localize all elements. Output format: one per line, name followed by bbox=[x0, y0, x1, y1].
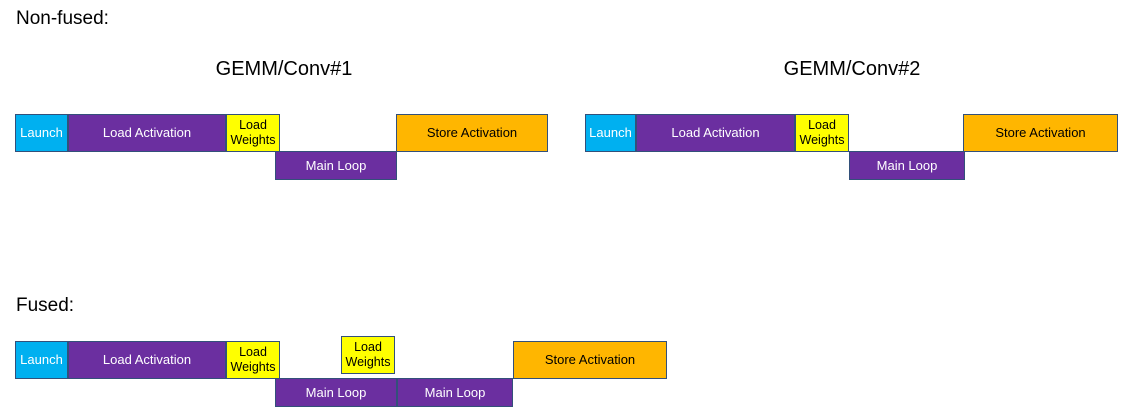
block-label: Launch bbox=[20, 352, 63, 367]
section-label: Non-fused: bbox=[16, 8, 109, 29]
block-label: Load Activation bbox=[102, 352, 192, 367]
block-store-activation: Store Activation bbox=[513, 341, 667, 379]
group-title: GEMM/Conv#2 bbox=[783, 58, 921, 80]
block-label: Launch bbox=[20, 125, 63, 140]
block-main-loop: Main Loop bbox=[397, 378, 513, 407]
block-label: Main Loop bbox=[424, 384, 486, 400]
block-label: Load Activation bbox=[671, 125, 760, 140]
block-label: Store Activation bbox=[544, 352, 636, 367]
block-launch: Launch bbox=[15, 114, 68, 152]
block-label: Main Loop bbox=[876, 157, 938, 173]
block-label: Store Activation bbox=[426, 125, 518, 140]
block-label: Main Loop bbox=[305, 157, 367, 173]
section-label: Fused: bbox=[16, 295, 75, 316]
block-label: Load Activation bbox=[102, 125, 192, 140]
block-store-activation: Store Activation bbox=[396, 114, 548, 152]
group-title: GEMM/Conv#1 bbox=[215, 58, 353, 80]
block-store-activation: Store Activation bbox=[963, 114, 1118, 152]
block-label: Main Loop bbox=[305, 384, 367, 400]
block-main-loop: Main Loop bbox=[275, 151, 397, 180]
block-launch: Launch bbox=[585, 114, 636, 152]
block-load-activation: Load Activation bbox=[68, 114, 226, 152]
block-label: Store Activation bbox=[995, 125, 1086, 140]
block-launch: Launch bbox=[15, 341, 68, 379]
block-main-loop: Main Loop bbox=[275, 378, 397, 407]
block-load-activation: Load Activation bbox=[636, 114, 795, 152]
block-load-activation: Load Activation bbox=[68, 341, 226, 379]
block-main-loop: Main Loop bbox=[849, 151, 965, 180]
block-label: Launch bbox=[589, 125, 632, 140]
